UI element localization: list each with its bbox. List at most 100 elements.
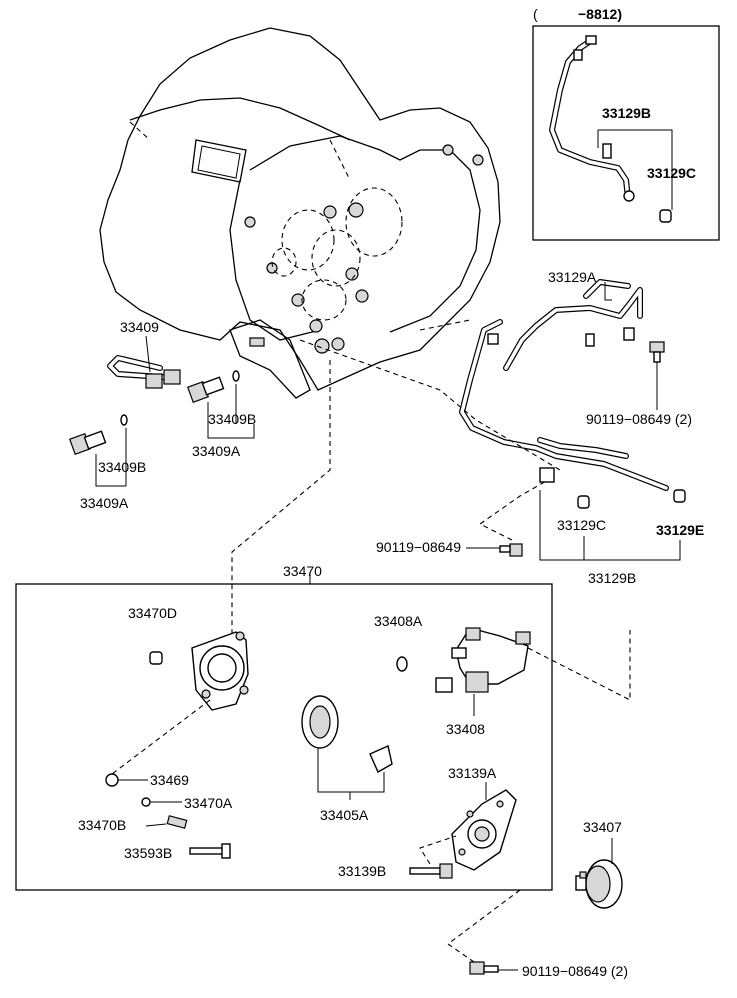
pipe-33129b-long	[459, 319, 669, 491]
label-33405A: 33405A	[320, 807, 369, 823]
case-sensor-port	[249, 337, 265, 347]
label-33129B-inset: 33129B	[602, 105, 651, 121]
case-bore-2	[311, 229, 361, 287]
pin-33593b	[189, 843, 231, 859]
oring-33408a	[396, 656, 408, 672]
pump-box-33470: 33470 33470D 33408A 33408	[15, 563, 553, 891]
cap-33129e	[673, 489, 686, 503]
label-33409: 33409	[120, 319, 159, 335]
leader-33470b	[145, 823, 167, 827]
label-33469: 33469	[150, 772, 189, 788]
label-33129C: 33129C	[557, 517, 606, 533]
label-33470: 33470	[283, 563, 322, 579]
rotor-33405a	[301, 695, 393, 773]
dashed-90119-mid	[478, 479, 549, 541]
leader-33409a-2	[95, 428, 127, 487]
case-boss-8	[331, 337, 345, 351]
case-lower-bracket	[229, 319, 311, 399]
bolt-90119-top	[649, 341, 665, 363]
inset-header-open: (	[533, 6, 538, 22]
inset-33129c-cap	[659, 209, 672, 223]
label-33409A-1: 33409A	[192, 443, 241, 459]
leader-33409	[145, 335, 151, 373]
label-33407: 33407	[583, 819, 622, 835]
valve-body-33408	[435, 627, 531, 693]
leader-33405a	[317, 748, 385, 800]
dashed-pump-to-seal	[111, 699, 211, 775]
case-boss-9	[244, 216, 256, 228]
pipe-33129a-clip-1	[585, 333, 595, 347]
oring-33409b-2	[120, 414, 128, 426]
case-bore-1	[281, 209, 335, 271]
pipe-33129b-end-fitting	[487, 333, 499, 345]
inset-leader-33129b	[597, 129, 673, 210]
screw-33470b	[166, 815, 188, 829]
label-33129C-inset: 33129C	[647, 165, 696, 181]
pipe-33129a-upper	[503, 287, 643, 371]
label-33470A: 33470A	[184, 795, 233, 811]
case-boss-1	[348, 202, 364, 218]
union-fitting-33409a-1	[186, 376, 225, 404]
plug-33470d	[149, 651, 163, 665]
hose-33409-fitting-2	[163, 369, 181, 385]
bolt-33139b	[409, 863, 453, 879]
label-90119-top: 90119−08649 (2)	[586, 411, 692, 427]
label-33129B: 33129B	[588, 570, 636, 586]
inset-pipe-fitting-mid	[573, 49, 583, 61]
label-90119-mid: 90119−08649	[376, 539, 461, 555]
gear-33407	[575, 859, 623, 909]
inset-pipe-fitting-top	[585, 35, 597, 45]
label-33129A: 33129A	[548, 269, 597, 285]
inset-header-code: −8812)	[578, 6, 622, 22]
label-33470D: 33470D	[128, 605, 177, 621]
label-33408: 33408	[446, 721, 485, 737]
case-boss-12	[472, 154, 484, 166]
group-33409: 33409 33409B 33409A 33409B 33409A	[68, 319, 256, 511]
label-33409A-2: 33409A	[80, 495, 129, 511]
cap-33129c	[577, 495, 590, 509]
pipe-33129a-clip-2	[623, 327, 635, 341]
label-33408A: 33408A	[374, 613, 423, 629]
label-33139B: 33139B	[338, 863, 386, 879]
group-33129: 33129A 90119−08649 (2) 33129C 33129E 331…	[376, 269, 704, 586]
case-boss-6	[309, 319, 323, 333]
bolt-90119-bottom	[469, 961, 499, 975]
case-boss-2	[323, 205, 337, 219]
case-boss-5	[291, 293, 305, 307]
case-bore-3	[345, 187, 403, 257]
label-33139A: 33139A	[448, 765, 497, 781]
leader-33409a-1	[207, 384, 255, 439]
label-33129E: 33129E	[656, 522, 704, 538]
label-33593B: 33593B	[124, 845, 172, 861]
oring-33409b-1	[232, 370, 240, 382]
hose-33409-fitting-1	[145, 373, 163, 389]
case-boss-11	[442, 144, 454, 156]
leader-33129a	[604, 282, 612, 301]
inset-pipe-bracket	[602, 143, 612, 159]
oring-33470a	[141, 797, 151, 807]
case-bore-4	[301, 279, 347, 321]
label-90119-bottom: 90119−08649 (2)	[522, 963, 628, 979]
dashed-bottom-bolt	[447, 889, 521, 963]
label-33409B-1: 33409B	[208, 411, 256, 427]
pipe-33129b-union	[539, 467, 555, 483]
inset-box: ( −8812) 33129B 33129C	[532, 6, 720, 241]
label-33470B: 33470B	[78, 817, 126, 833]
leader-33129b	[539, 490, 681, 561]
dashed-case-to-pipe	[299, 339, 561, 471]
union-fitting-33409a-2	[68, 430, 107, 456]
pump-body	[191, 631, 249, 711]
label-33409B-2: 33409B	[98, 459, 146, 475]
dashed-case-to-pump	[231, 360, 331, 640]
cover-33139a	[451, 789, 517, 871]
case-boss-3	[345, 267, 359, 281]
bolt-90119-mid	[499, 543, 523, 557]
transaxle-case	[99, 27, 501, 399]
inset-pipe-fitting-end	[623, 190, 635, 202]
case-window	[191, 139, 247, 183]
case-bore-5	[271, 247, 297, 277]
dashed-pump-to-right	[527, 630, 631, 701]
seal-33469	[105, 773, 119, 787]
case-boss-4	[355, 289, 369, 303]
